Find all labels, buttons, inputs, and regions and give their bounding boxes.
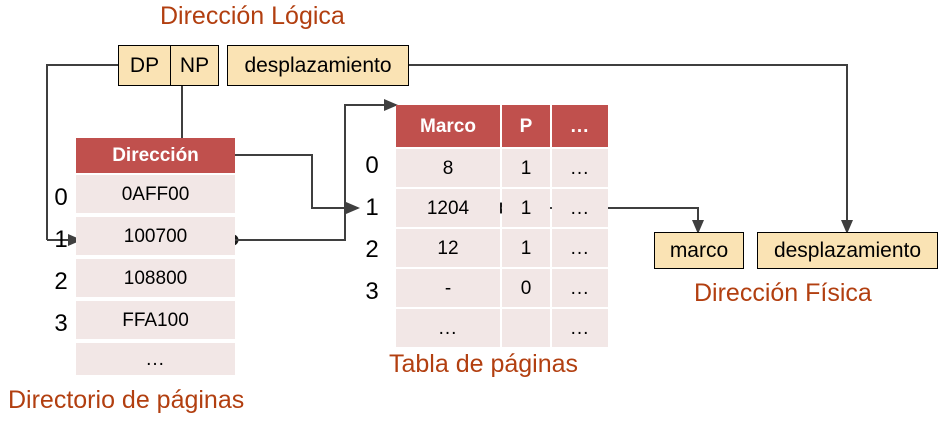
directory-cell-address-ellipsis: ... <box>76 343 235 375</box>
pagetable-cell-marco-0[interactable]: 8 <box>396 149 500 187</box>
pagetable-row-index-3: 3 <box>365 278 379 305</box>
field-physical-marco[interactable]: marco <box>654 232 744 269</box>
caption-page-table: Tabla de páginas <box>389 350 579 378</box>
pagetable-cell-extra-2[interactable]: ... <box>552 229 608 267</box>
pagetable-row-index-0: 0 <box>365 152 379 179</box>
field-physical-offset[interactable]: desplazamiento <box>757 232 938 269</box>
pagetable-row-index-2: 2 <box>365 236 379 263</box>
directory-row-index-1: 1 <box>54 226 68 253</box>
directory-row-index-0: 0 <box>54 184 68 211</box>
title-logical-address: Dirección Lógica <box>160 2 345 30</box>
directory-cell-address-3[interactable]: FFA100 <box>76 301 235 339</box>
pagetable-cell-marco-3[interactable]: - <box>396 269 500 307</box>
directory-cell-address-1[interactable]: 100700 <box>76 217 235 255</box>
directory-cell-address-0[interactable]: 0AFF00 <box>76 175 235 213</box>
pagetable-cell-p-ellipsis <box>502 309 550 347</box>
pagetable-cell-p-0[interactable]: 1 <box>502 149 550 187</box>
directory-row-index-3: 3 <box>54 310 68 337</box>
pagetable-header-p: P <box>502 105 550 147</box>
pagetable-cell-extra-1[interactable]: ... <box>552 189 608 227</box>
caption-physical-address: Dirección Física <box>694 279 872 307</box>
pagetable-header-extra: ... <box>552 105 608 147</box>
field-dp[interactable]: DP <box>118 45 171 86</box>
pagetable-cell-p-3[interactable]: 0 <box>502 269 550 307</box>
caption-page-directory: Directorio de páginas <box>8 386 245 414</box>
pagetable-cell-extra-3[interactable]: ... <box>552 269 608 307</box>
directory-header-direccion: Dirección <box>76 138 235 173</box>
pagetable-cell-marco-ellipsis: ... <box>396 309 500 347</box>
pagetable-cell-marco-1[interactable]: 1204 <box>396 189 500 227</box>
directory-row-index-2: 2 <box>54 268 68 295</box>
pagetable-cell-extra-0[interactable]: ... <box>552 149 608 187</box>
pagetable-row-index-1: 1 <box>365 194 379 221</box>
pagetable-cell-extra-ellipsis: ... <box>552 309 608 347</box>
pagetable-cell-marco-2[interactable]: 12 <box>396 229 500 267</box>
field-offset[interactable]: desplazamiento <box>227 45 409 86</box>
directory-cell-address-2[interactable]: 108800 <box>76 259 235 297</box>
field-np[interactable]: NP <box>170 45 219 86</box>
pagetable-header-marco: Marco <box>396 105 500 147</box>
pagetable-cell-p-1[interactable]: 1 <box>502 189 550 227</box>
pagetable-cell-p-2[interactable]: 1 <box>502 229 550 267</box>
